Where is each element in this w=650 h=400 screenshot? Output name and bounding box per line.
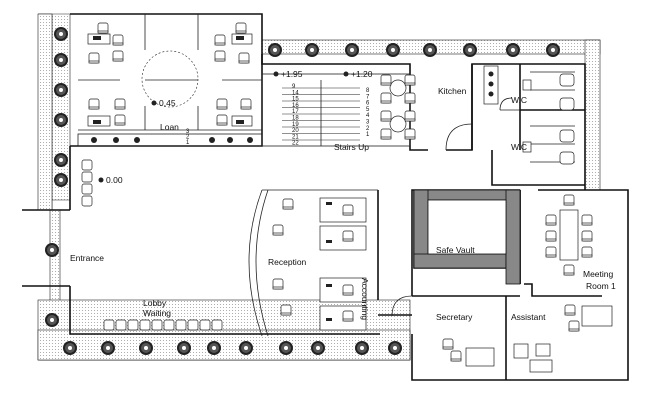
stair-number-mid: 1 [186,140,190,146]
landscape-border [37,13,601,361]
stair-number-right: 7 [366,94,370,100]
level-label-top-right: +1.20 [351,69,373,79]
stair-number-right: 1 [366,132,370,138]
meeting-room-furniture [545,194,613,332]
room-label-wc-upper: W.C [511,95,527,105]
stair-number-left: 15 [292,97,299,103]
stair-number-right: 8 [366,88,370,94]
stair-number-left: 17 [292,109,299,115]
room-label-wc-lower: W.C [511,142,527,152]
stair-number-left: 20 [292,128,299,134]
stair-number-mid: 3 [186,129,190,135]
level-label-loan: 0.45 [159,98,176,108]
loan-office-furniture [77,22,263,147]
room-label-safe-vault: Safe Vault [436,245,475,255]
room-label-stairs: Stairs Up [334,142,369,152]
room-label-meeting-1: Meeting [583,269,614,279]
stair-number-right: 6 [366,101,370,107]
room-label-entrance: Entrance [70,253,104,263]
room-label-secretary: Secretary [436,312,473,322]
level-markers [98,71,349,183]
stairs [282,80,360,146]
room-label-lobby-2: Waiting [143,308,171,318]
kitchen-furniture [380,65,499,151]
stair-number-left: 14 [292,90,299,96]
stair-number-right: 2 [366,126,370,132]
stair-number-left: 21 [292,134,299,140]
room-label-accounting: Accounting [360,278,370,320]
room-label-assistant: Assistant [511,312,546,322]
room-label-meeting-2: Room 1 [586,281,616,291]
room-label-reception: Reception [268,257,307,267]
stair-number-left: 16 [292,103,299,109]
stair-number-left: 22 [292,141,299,147]
lobby-seats [81,159,223,331]
stair-number-right: 3 [366,120,370,126]
level-label-top-left: +1.95 [281,69,303,79]
stair-number-right: 5 [366,107,370,113]
room-label-kitchen: Kitchen [438,86,467,96]
stair-number-mid: 2 [186,135,190,141]
room-label-lobby-1: Lobby [143,298,167,308]
office-furniture [391,295,553,373]
stair-number-left: 18 [292,116,299,122]
room-label-loan: Loan [160,122,179,132]
level-label-lobby: 0.00 [106,175,123,185]
wc-fixtures [499,73,575,165]
reception-furniture [272,197,367,331]
stair-number-left: 19 [292,122,299,128]
stair-number-right: 4 [366,113,370,119]
stair-number-left: 9 [292,84,296,90]
